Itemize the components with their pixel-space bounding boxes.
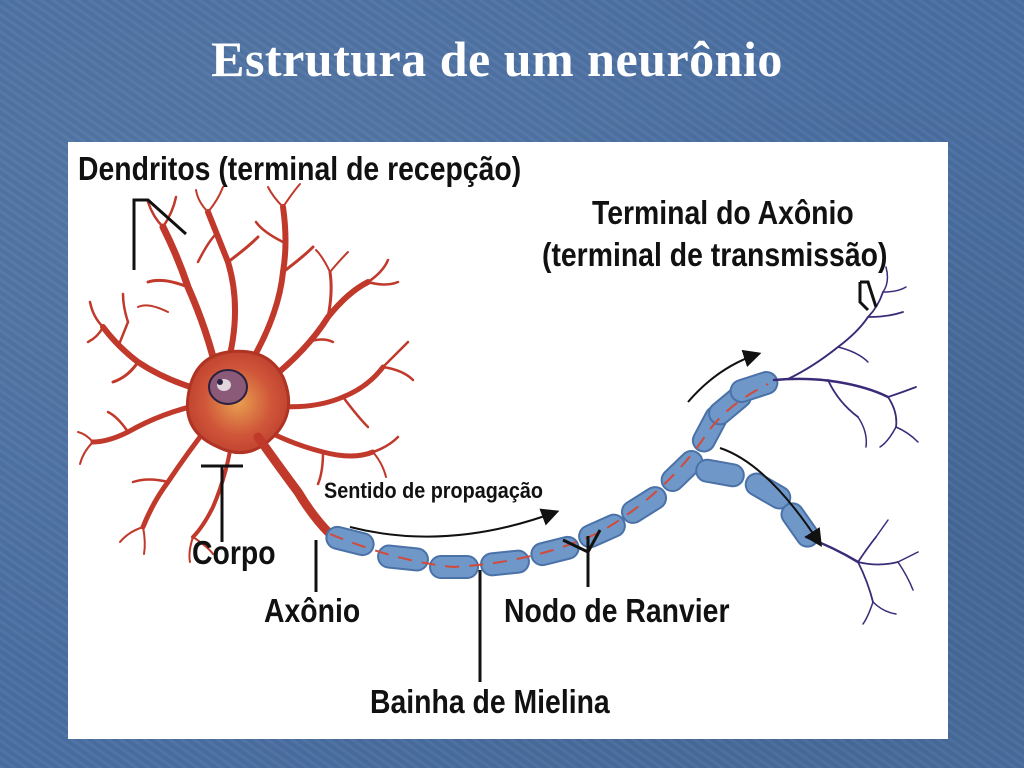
label-axon-terminal: Terminal do Axônio [592, 194, 854, 231]
propagation-arrow-lower [719, 447, 822, 548]
cell-body [185, 349, 335, 539]
label-node-of-ranvier: Nodo de Ranvier [504, 592, 730, 629]
label-propagation: Sentido de propagação [324, 478, 543, 503]
label-myelin-sheath: Bainha de Mielina [370, 683, 610, 720]
label-axon: Axônio [264, 592, 361, 629]
propagation-arrow [349, 508, 560, 538]
neuron-illustration [77, 183, 919, 682]
nucleus [208, 369, 248, 405]
label-body: Corpo [192, 534, 276, 571]
label-dendrites: Dendritos (terminal de recepção) [78, 150, 522, 187]
axon-terminals [772, 266, 919, 625]
label-axon-terminal-sub: (terminal de transmissão) [542, 236, 888, 273]
leader-lines [132, 198, 878, 682]
myelin-sheath [325, 370, 820, 579]
neuron-diagram: Dendritos (terminal de recepção) Termina… [68, 142, 948, 739]
propagation-arrow-upper [687, 349, 762, 403]
slide-title: Estrutura de um neurônio [211, 31, 783, 87]
